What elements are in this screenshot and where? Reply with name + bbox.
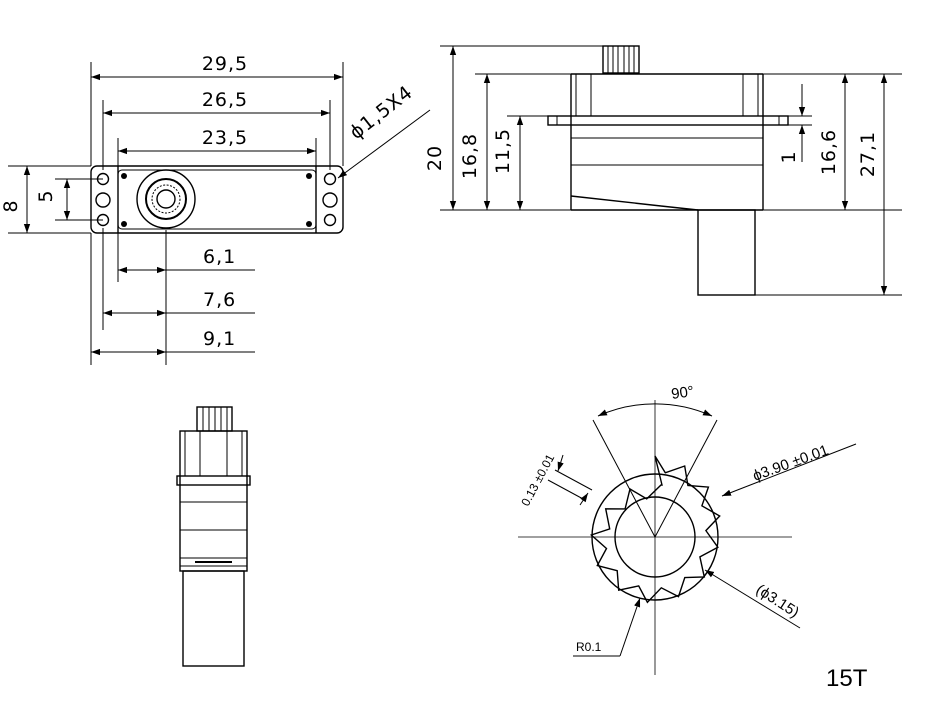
mounting-hole [323,213,337,227]
dim-root-diameter: (ϕ3.15) [753,581,802,621]
mounting-hole [323,172,337,186]
spline-detail: 90° 0.13 ±0.01 ϕ3.90 ±0.01 (ϕ3.15) R0.1 … [518,383,868,692]
dim-height-a: 20 [424,145,446,171]
dim-offset-c: 9,1 [203,328,236,350]
top-view: 29,5 26,5 23,5 ϕ1,5X4 8 5 6,1 7,6 9,1 [0,53,431,365]
dim-width-overall: 29,5 [202,53,248,75]
side-view: 20 16,8 11,5 1 16,6 27,1 [424,45,902,296]
dim-height-d: 16,6 [818,129,840,175]
dim-hole-spec: ϕ1,5X4 [346,81,418,144]
dim-hole-pitch: 5 [35,189,57,202]
output-gear [136,169,196,229]
dim-height-b: 16,8 [459,133,481,179]
dim-height-overall: 8 [0,199,22,212]
dim-width-inner: 23,5 [202,127,248,149]
dim-outer-diameter: ϕ3.90 ±0.01 [751,442,831,485]
dim-tooth-tolerance: 0.13 ±0.01 [518,452,557,509]
output-spline [602,45,640,74]
mounting-hole [322,192,338,208]
case-outline [117,169,317,230]
spline-teeth [589,455,721,604]
spline-root-circle [591,473,719,601]
dim-offset-b: 7,6 [203,289,236,311]
dim-height-c: 11,5 [492,128,514,174]
mounting-hole [95,192,111,208]
front-case [179,430,248,572]
dim-root-radius: R0.1 [576,640,602,654]
dim-angle: 90° [670,383,695,403]
front-view [176,406,251,667]
dim-height-e: 27,1 [857,131,879,177]
tooth-count-label: 15T [826,665,868,692]
side-flange [547,115,789,126]
mounting-flange-outline [90,165,344,234]
front-motor-can [182,570,245,667]
dim-width-mid: 26,5 [202,89,248,111]
dim-offset-a: 6,1 [203,246,236,268]
dim-flange-thickness: 1 [778,150,800,163]
motor-can [697,209,756,296]
spline-bore [614,496,696,578]
